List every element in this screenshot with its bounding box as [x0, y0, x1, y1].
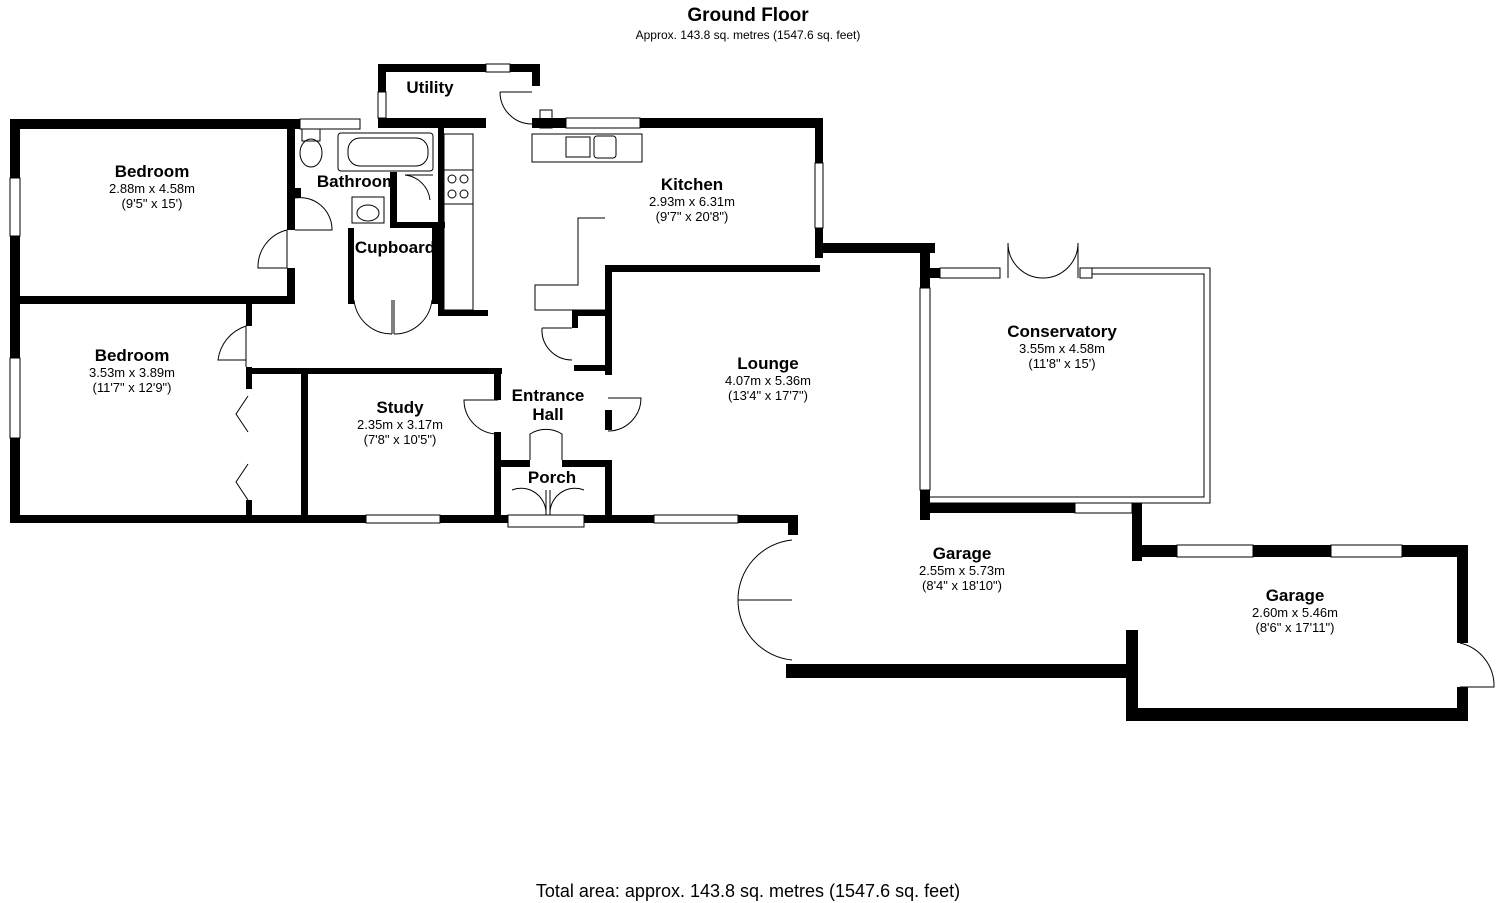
floor-area-subtitle: Approx. 143.8 sq. metres (1547.6 sq. fee…: [635, 28, 861, 42]
porch-name: Porch: [528, 468, 576, 487]
bedroom-1-metric: 2.88m x 4.58m: [109, 181, 195, 196]
fixtures: [299, 109, 643, 311]
lounge-metric: 4.07m x 5.36m: [725, 373, 811, 388]
garage-2-metric: 2.60m x 5.46m: [1252, 605, 1338, 620]
entrance-hall-name-line1: Entrance: [512, 386, 585, 405]
doors: [217, 91, 1495, 688]
lounge-name: Lounge: [737, 354, 798, 373]
bathroom-name: Bathroom: [317, 172, 397, 191]
conservatory-imperial: (11'8" x 15'): [1028, 356, 1095, 371]
conservatory-name: Conservatory: [1007, 322, 1117, 341]
bedroom-1-name: Bedroom: [115, 162, 190, 181]
garage-1-name: Garage: [933, 544, 992, 563]
garage-2-name: Garage: [1266, 586, 1325, 605]
kitchen-imperial: (9'7" x 20'8"): [656, 209, 729, 224]
study-metric: 2.35m x 3.17m: [357, 417, 443, 432]
kitchen-name: Kitchen: [661, 175, 723, 194]
walls: [10, 64, 1468, 721]
room-labels: Bedroom 2.88m x 4.58m (9'5" x 15') Bedro…: [89, 78, 1338, 635]
lounge-imperial: (13'4" x 17'7"): [728, 388, 808, 403]
bedroom-2-name: Bedroom: [95, 346, 170, 365]
cupboard-name: Cupboard: [355, 238, 435, 257]
kitchen-metric: 2.93m x 6.31m: [649, 194, 735, 209]
study-imperial: (7'8" x 10'5"): [364, 432, 437, 447]
garage-1-metric: 2.55m x 5.73m: [919, 563, 1005, 578]
bedroom-2-imperial: (11'7" x 12'9"): [93, 380, 172, 395]
bedroom-2-metric: 3.53m x 3.89m: [89, 365, 175, 380]
floor-title: Ground Floor: [687, 5, 809, 26]
windows: [9, 63, 1403, 558]
total-area-footer: Total area: approx. 143.8 sq. metres (15…: [535, 881, 961, 901]
garage-1-imperial: (8'4" x 18'10"): [922, 578, 1002, 593]
bedroom-1-imperial: (9'5" x 15'): [122, 196, 183, 211]
utility-name: Utility: [406, 78, 454, 97]
garage-2-imperial: (8'6" x 17'11"): [1256, 620, 1335, 635]
conservatory-frame: [930, 267, 1211, 504]
entrance-hall-name-line2: Hall: [532, 405, 563, 424]
conservatory-metric: 3.55m x 4.58m: [1019, 341, 1105, 356]
study-name: Study: [376, 398, 424, 417]
